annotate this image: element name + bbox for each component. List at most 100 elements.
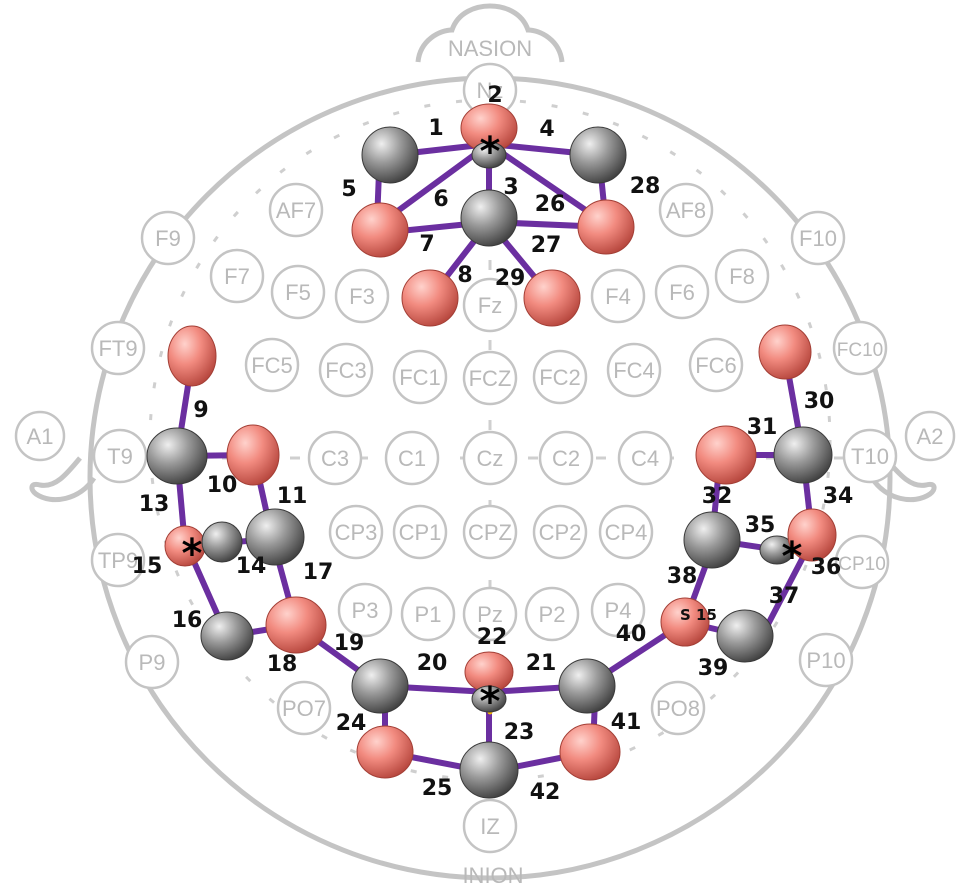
electrode-label: AF7: [276, 198, 316, 223]
channel-number-24: 24: [336, 711, 367, 736]
landmark-labels: NASION INION A1 A2: [14, 36, 956, 888]
short-channel-asterisk: *: [182, 531, 203, 577]
channel-number-23: 23: [504, 720, 535, 745]
electrode-ring: [462, 430, 518, 486]
electrode-f8: F8: [714, 248, 770, 304]
detector-optode: [716, 609, 774, 663]
electrode-p4: P4: [590, 582, 646, 638]
source-optode: [401, 269, 459, 327]
electrode-ring: [307, 430, 363, 486]
nasion-label: NASION: [448, 36, 532, 61]
channel-number-5: 5: [341, 177, 356, 202]
electrode-label: TP9: [98, 548, 138, 573]
electrode-ring: [334, 268, 390, 324]
electrode-ring: [392, 349, 448, 405]
detector-optode: [351, 658, 409, 714]
short-channel-asterisk: *: [782, 534, 803, 580]
electrode-p1: P1: [400, 586, 456, 642]
electrode-cp10: CP10: [834, 534, 890, 590]
electrode-label: CPZ: [468, 520, 512, 545]
channel-number-30: 30: [804, 389, 835, 414]
electrode-p3: P3: [337, 582, 393, 638]
electrode-ring: [392, 504, 448, 560]
source-optode: [559, 723, 621, 781]
a1-label: A1: [27, 424, 54, 449]
channel-number-25: 25: [422, 776, 453, 801]
electrode-ring: [462, 798, 518, 854]
electrode-ring: [124, 634, 180, 690]
electrode-label: FC4: [613, 358, 655, 383]
optode-layer: [146, 103, 837, 799]
electrode-cp2: CP2: [532, 504, 588, 560]
electrode-c4: C4: [617, 430, 673, 486]
source-optode: [787, 508, 837, 562]
electrode-ring: [462, 586, 518, 642]
electrode-ring: [590, 582, 646, 638]
electrode-label: P1: [415, 602, 442, 627]
source-optode: [265, 596, 327, 654]
electrode-ring: [270, 264, 326, 320]
electrode-ring: [276, 680, 332, 736]
inion-label: INION: [462, 863, 523, 888]
electrode-label: FC5: [251, 353, 293, 378]
detector-optode: [361, 126, 419, 184]
electrode-ring: [834, 534, 890, 590]
electrode-label: F4: [605, 284, 631, 309]
electrode-label: P3: [352, 598, 379, 623]
channel-number-34: 34: [823, 484, 854, 509]
channel-number-2: 2: [487, 83, 502, 108]
channel-number-22: 22: [477, 625, 508, 650]
channel-number-4: 4: [539, 117, 554, 142]
channel-number-3: 3: [503, 175, 518, 200]
short-channel-asterisks: * * * *: [182, 129, 803, 725]
electrode-c2: C2: [538, 430, 594, 486]
electrode-label: C4: [631, 446, 659, 471]
source-optode: [351, 202, 409, 258]
channel-number-29: 29: [495, 266, 526, 291]
electrode-label: P10: [806, 648, 845, 673]
electrode-f4: F4: [590, 268, 646, 324]
electrode-ring: [532, 349, 588, 405]
channel-number-13: 13: [139, 492, 170, 517]
source-optode: [577, 199, 635, 255]
detector-optode: [245, 508, 305, 566]
detector-optode: [683, 511, 741, 569]
source-optode: [660, 597, 710, 647]
electrode-label: FCZ: [469, 366, 512, 391]
short-channel-asterisk: *: [480, 679, 501, 725]
detector-optode: [460, 189, 518, 247]
channel-number-17: 17: [303, 560, 334, 585]
electrode-ring: [337, 582, 393, 638]
channel-number-32: 32: [702, 484, 733, 509]
electrode-ring: [268, 182, 324, 238]
electrode-t10: T10: [842, 428, 898, 484]
electrode-ring: [688, 337, 744, 393]
electrode-pz: Pz: [462, 586, 518, 642]
electrode-ring: [318, 342, 374, 398]
electrode-label: F3: [349, 284, 375, 309]
electrode-ring: [790, 210, 846, 266]
channel-number-36: 36: [811, 555, 842, 580]
channel-number-26: 26: [535, 192, 566, 217]
detector-optode: [558, 658, 616, 714]
source-optode: [523, 269, 581, 327]
electrode-label: FC6: [695, 353, 737, 378]
channel-number-35: 35: [745, 513, 776, 538]
electrode-t9: T9: [92, 428, 148, 484]
electrode-p10: P10: [798, 632, 854, 688]
channel-number-7: 7: [419, 232, 434, 257]
electrode-ring: [650, 680, 706, 736]
electrode-ring: [590, 268, 646, 324]
electrode-af7: AF7: [268, 182, 324, 238]
channel-number-38: 38: [667, 564, 698, 589]
electrode-label: F7: [224, 264, 250, 289]
electrode-label: C2: [552, 446, 580, 471]
channel-number-1: 1: [428, 116, 443, 141]
nose-outline: [415, 3, 565, 63]
electrode-label: AF8: [666, 198, 706, 223]
electrode-po8: PO8: [650, 680, 706, 736]
electrode-cp1: CP1: [392, 504, 448, 560]
electrode-ring: [617, 430, 673, 486]
electrode-fc5: FC5: [244, 337, 300, 393]
